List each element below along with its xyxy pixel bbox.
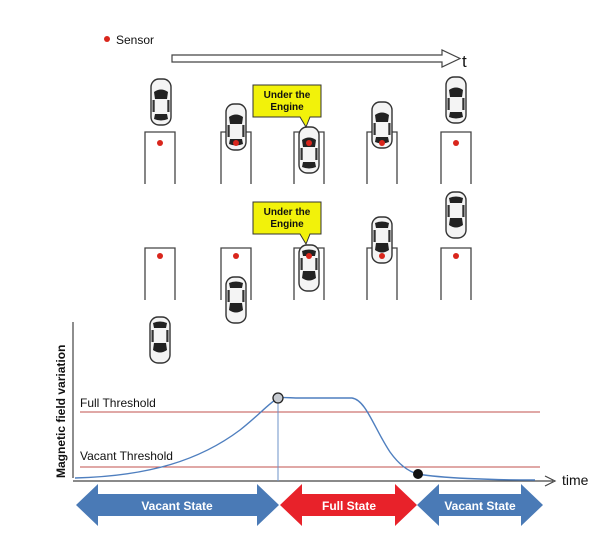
sensor-dot xyxy=(453,253,459,259)
y-axis-label: Magnetic field variation xyxy=(54,345,68,478)
full-state-label: Full State xyxy=(322,499,376,513)
sensor-dot xyxy=(157,140,163,146)
svg-text:Under the: Under the xyxy=(264,207,311,218)
sensor-dot xyxy=(379,140,385,146)
svg-text:Under the: Under the xyxy=(264,90,311,101)
sensor-dots xyxy=(157,140,459,259)
vacant-threshold-crossing-marker xyxy=(413,469,423,479)
full-threshold-crossing-marker xyxy=(272,392,284,404)
sensor-dot xyxy=(453,140,459,146)
x-axis-label: time xyxy=(562,472,589,488)
sensor-dot xyxy=(306,140,312,146)
car-icon xyxy=(225,276,247,324)
sensor-dot xyxy=(157,253,163,259)
vacant-state-arrow xyxy=(417,484,543,526)
car-icon xyxy=(298,126,320,174)
time-arrow xyxy=(171,49,462,68)
vacant-state-arrow xyxy=(76,484,279,526)
sensor-dot xyxy=(233,140,239,146)
sensor-dot xyxy=(379,253,385,259)
vacant-state-label: Vacant State xyxy=(444,499,516,513)
svg-text:Engine: Engine xyxy=(270,102,304,113)
vacant-threshold-label: Vacant Threshold xyxy=(80,449,173,463)
x-axis-arrowhead xyxy=(544,475,557,487)
svg-text:Engine: Engine xyxy=(270,219,304,230)
sensor-legend-label: Sensor xyxy=(116,33,154,47)
sensor-legend-dot xyxy=(104,36,110,42)
car-icon xyxy=(149,316,171,364)
car-icon xyxy=(445,191,467,239)
car-icon xyxy=(445,76,467,124)
callout-under-engine-1: Under the Engine xyxy=(252,84,322,129)
vacant-state-label: Vacant State xyxy=(141,499,213,513)
car-icon xyxy=(298,244,320,292)
full-state-arrow xyxy=(280,484,417,526)
full-threshold-label: Full Threshold xyxy=(80,396,156,410)
callout-under-engine-2: Under the Engine xyxy=(252,201,322,246)
car-icon xyxy=(150,78,172,126)
time-arrow-label: t xyxy=(462,52,467,71)
sensor-dot xyxy=(306,253,312,259)
sensor-dot xyxy=(233,253,239,259)
